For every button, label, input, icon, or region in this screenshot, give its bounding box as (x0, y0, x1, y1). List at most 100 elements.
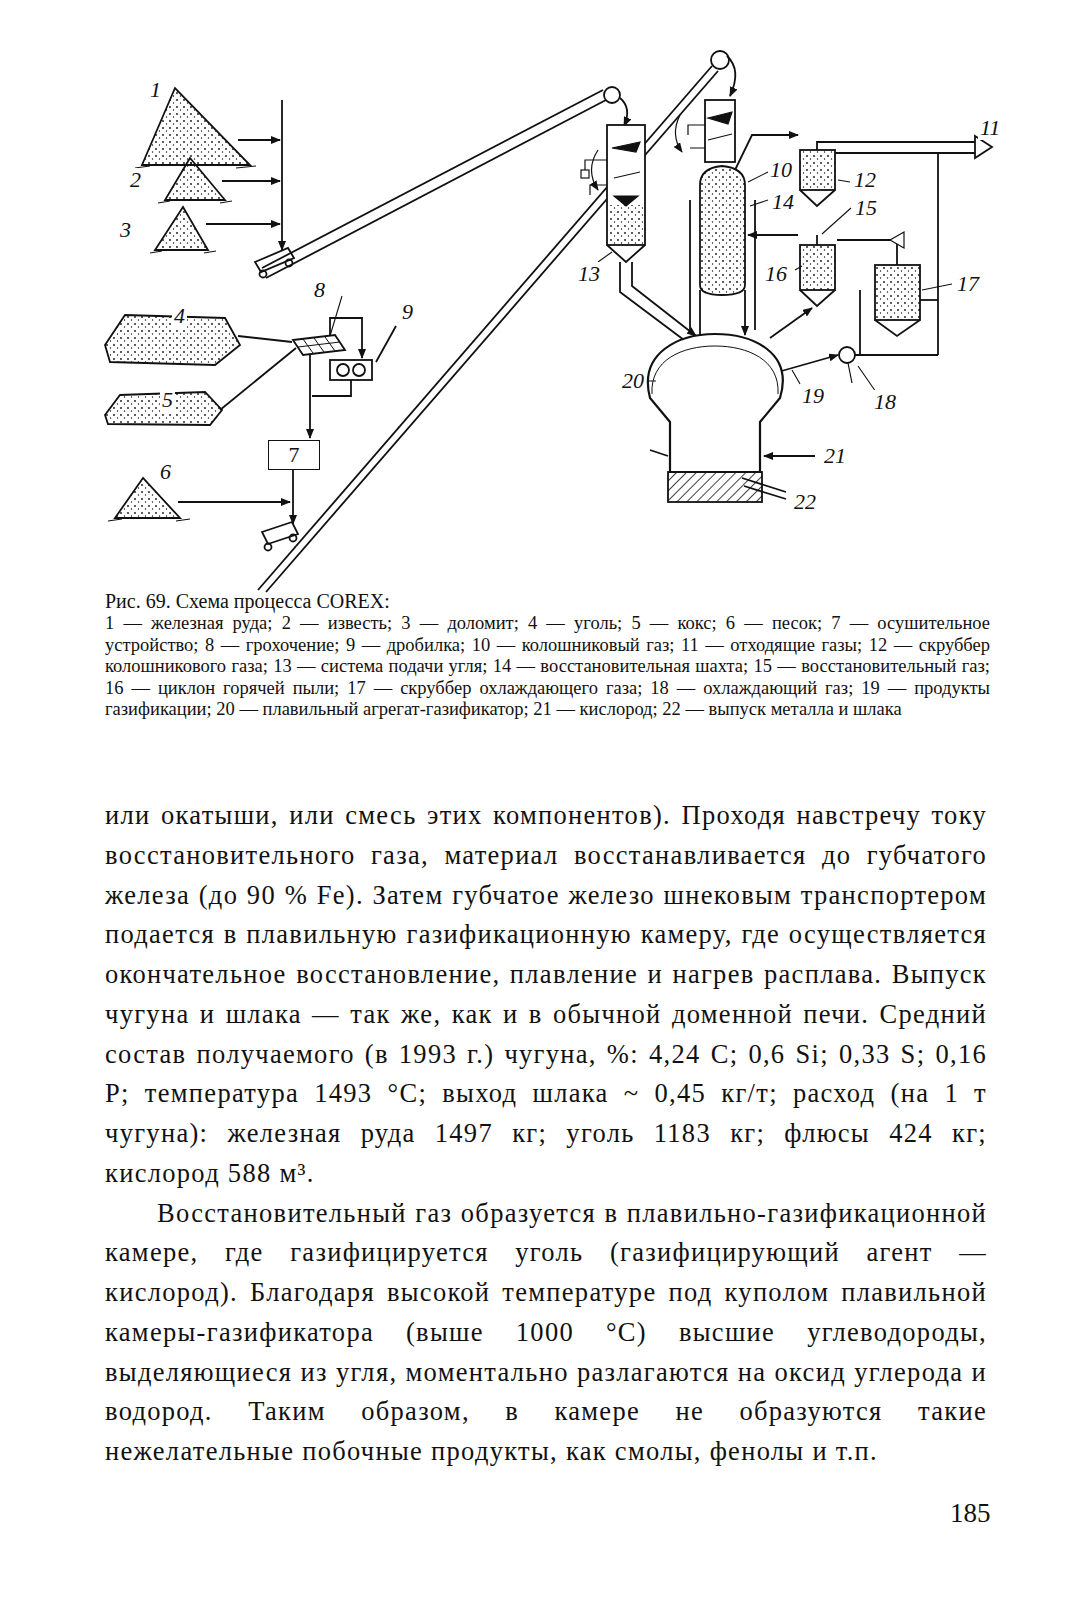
scheme-stroke (604, 87, 620, 103)
callout-number: 20 (620, 369, 646, 393)
figure-caption: Рис. 69. Схема процесса COREX: (105, 589, 990, 613)
scheme-stroke (609, 205, 643, 245)
scheme-stroke (800, 150, 835, 190)
scheme-stroke (612, 142, 640, 206)
box-label: 7 (289, 443, 300, 467)
scheme-stroke (309, 355, 311, 438)
scheme-stroke (764, 455, 815, 457)
scheme-stroke (817, 142, 975, 153)
scheme-stroke (688, 125, 705, 148)
scheme-stroke (700, 290, 745, 335)
scheme-stroke (837, 240, 897, 265)
callout-number: 16 (763, 262, 789, 286)
scheme-stroke (258, 66, 712, 590)
scheme-stroke (652, 346, 778, 394)
scheme-stroke (206, 223, 280, 225)
callout-number: 15 (853, 196, 879, 220)
scheme-stroke (330, 172, 952, 392)
scheme-stroke (920, 299, 938, 301)
scheme-stroke (266, 100, 606, 278)
scheme-stroke (293, 335, 345, 355)
scheme-stroke (620, 98, 627, 126)
scheme-stroke (839, 347, 855, 363)
paragraph: или окатыши, или смесь этих компонентов)… (105, 796, 987, 1194)
scheme-stroke (705, 100, 735, 162)
callout-number: 2 (128, 168, 143, 192)
body-text: или окатыши, или смесь этих компонентов)… (105, 796, 987, 1472)
scheme-stroke (800, 190, 835, 206)
scheme-stroke (255, 248, 294, 272)
scheme-stroke (859, 290, 861, 355)
paragraph: Восстановительный газ образуется в плави… (105, 1194, 987, 1472)
caption-key: 1 — железная руда; 2 — известь; 3 — доло… (105, 613, 990, 721)
scheme-stroke (848, 363, 852, 383)
callout-number: 5 (160, 388, 175, 412)
scheme-stroke (135, 166, 256, 253)
scheme-stroke (800, 245, 835, 290)
process-box: 7 (268, 440, 320, 470)
scheme-stroke (281, 100, 283, 250)
scheme-stroke (700, 166, 745, 295)
scheme-stroke (800, 290, 835, 306)
scheme-stroke (742, 478, 786, 499)
scheme-stroke (115, 478, 180, 518)
scheme-stroke (855, 354, 938, 356)
callout-number: 6 (158, 460, 173, 484)
scheme-stroke (708, 112, 732, 140)
scheme-stroke (262, 522, 298, 544)
scheme-stroke (675, 115, 682, 152)
scheme-stroke (238, 139, 280, 141)
scheme-stroke (937, 153, 939, 355)
scheme-stroke (292, 468, 294, 524)
scheme-stroke (222, 180, 280, 182)
callout-number: 10 (768, 158, 794, 182)
scheme-stroke (238, 336, 292, 342)
scheme-stroke (330, 360, 372, 380)
scheme-stroke (108, 519, 190, 521)
scheme-stroke (632, 262, 696, 336)
scheme-stroke (711, 51, 729, 69)
callout-number: 9 (400, 300, 415, 324)
callout-number: 13 (576, 262, 602, 286)
scheme-stroke (337, 364, 349, 376)
scheme-stroke (353, 364, 365, 376)
scheme-stroke (727, 56, 735, 96)
callout-number: 18 (872, 390, 898, 414)
scheme-stroke (816, 235, 818, 245)
scheme-stroke (220, 348, 296, 410)
callout-number: 3 (118, 218, 133, 242)
scheme-stroke (290, 535, 297, 542)
callout-number: 14 (770, 190, 796, 214)
callout-number: 1 (148, 78, 163, 102)
scheme-stroke (312, 380, 351, 396)
scheme-stroke (648, 334, 783, 472)
callout-number: 12 (852, 168, 878, 192)
callout-number: 17 (955, 272, 981, 296)
scheme-stroke (260, 271, 267, 278)
scheme-stroke (165, 158, 225, 200)
page-number: 185 (950, 1498, 991, 1528)
scheme-stroke (581, 170, 589, 178)
scheme-stroke (376, 326, 396, 362)
scheme-stroke (330, 318, 362, 358)
scheme-stroke (105, 51, 992, 592)
callout-number: 19 (800, 384, 826, 408)
scheme-stroke (875, 320, 920, 336)
scheme-stroke (748, 234, 798, 236)
scheme-stroke (262, 90, 603, 268)
scheme-stroke (778, 355, 838, 372)
scheme-stroke (155, 207, 208, 250)
callout-number: 21 (822, 444, 848, 468)
callout-number: 22 (792, 490, 818, 514)
scheme-stroke (770, 308, 812, 338)
scheme-stroke (890, 232, 904, 248)
scheme-stroke (650, 450, 668, 456)
scheme-stroke (266, 71, 718, 592)
callout-number: 8 (312, 278, 327, 302)
scheme-stroke (592, 150, 599, 190)
scheme-stroke (298, 337, 340, 353)
callout-number: 4 (172, 304, 187, 328)
scheme-stroke (607, 245, 645, 262)
scheme-stroke (265, 544, 272, 551)
scheme-stroke (875, 265, 920, 320)
